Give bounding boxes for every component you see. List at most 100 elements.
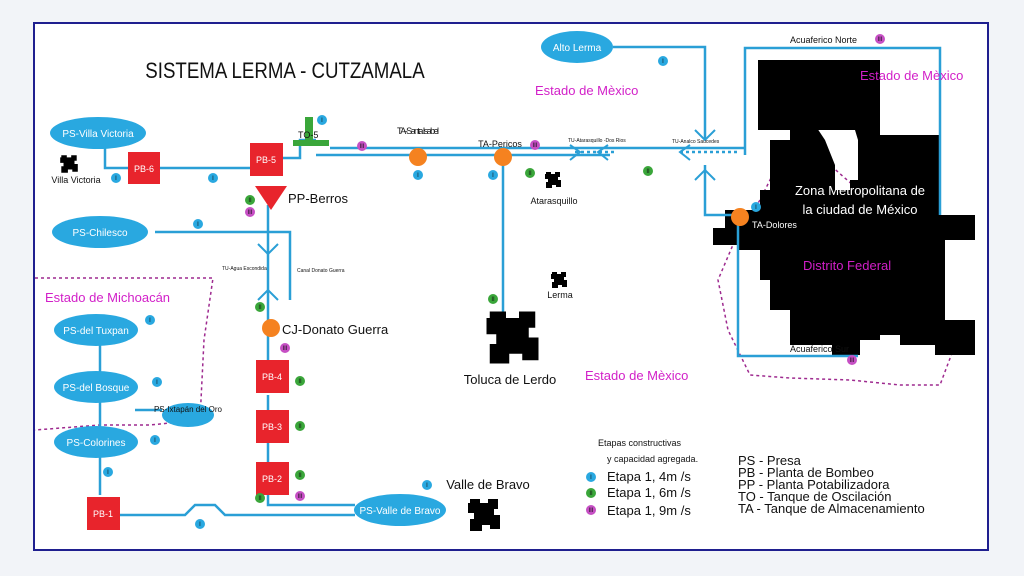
pp-berros: PP-Berros [255, 186, 348, 210]
city-zmcm: Zona Metropolitana de la ciudad de Méxic… [795, 183, 925, 217]
svg-text:I: I [115, 176, 117, 182]
svg-text:PB-5: PB-5 [256, 155, 276, 165]
pump-pb4: PB-4 [256, 360, 289, 393]
svg-text:Valle de Bravo: Valle de Bravo [446, 477, 530, 492]
label-canal-donato: Canal Donato Guerra [297, 268, 345, 274]
svg-text:I: I [212, 176, 214, 182]
tank-donato-guerra: CJ-Donato Guerra [262, 319, 389, 337]
svg-text:III: III [359, 144, 364, 150]
pipelines [98, 45, 942, 517]
badge-i: I [103, 467, 113, 477]
svg-text:PS-Chilesco: PS-Chilesco [72, 228, 127, 239]
svg-text:II: II [298, 424, 302, 430]
svg-text:I: I [590, 475, 592, 481]
presa-ixtapan: PS-Ixtapán del Oro [154, 403, 223, 427]
svg-text:I: I [156, 380, 158, 386]
badge-i: I [488, 170, 498, 180]
svg-text:II: II [258, 496, 262, 502]
badge-ii: II [255, 302, 265, 312]
badge-i: I [413, 170, 423, 180]
presa-alto-lerma: Alto Lerma [541, 31, 613, 63]
svg-text:PS-Colorines: PS-Colorines [67, 438, 126, 449]
badge-i: I [193, 219, 203, 229]
badge-iii: III [280, 343, 290, 353]
abbr-ps: PS - Presa [738, 453, 802, 468]
legend-stage-2: II Etapa 1, 6m /s [586, 485, 691, 500]
svg-text:Lerma: Lerma [547, 290, 573, 300]
stage-badges: I I I I I I I I I I I I I I II II II II … [103, 34, 885, 529]
badge-iii: III [245, 207, 255, 217]
svg-text:II: II [646, 169, 650, 175]
svg-text:Etapa 1, 6m /s: Etapa 1, 6m /s [607, 485, 691, 500]
svg-text:Atarasquillo: Atarasquillo [530, 196, 577, 206]
svg-text:I: I [107, 470, 109, 476]
badge-iii: III [530, 140, 540, 150]
svg-text:PS-Villa Victoria: PS-Villa Victoria [62, 129, 134, 140]
presa-valle-bravo: PS-Valle de Bravo [354, 494, 446, 526]
svg-text:II: II [528, 171, 532, 177]
label-tu-analco: TU-Analco Saucedes [672, 139, 720, 145]
badge-ii: II [255, 493, 265, 503]
svg-text:II: II [248, 198, 252, 204]
svg-text:PS-del Tuxpan: PS-del Tuxpan [63, 326, 129, 337]
tank-santa-isabel: TA-Santa Isabel [397, 126, 439, 166]
svg-text:TA-Santa Isabel: TA-Santa Isabel [397, 126, 439, 136]
flow-arrows [257, 129, 716, 301]
svg-text:III: III [877, 37, 882, 43]
diagram-title: SISTEMA LERMA - CUTZAMALA [145, 60, 425, 84]
svg-text:PB-3: PB-3 [262, 422, 282, 432]
svg-text:II: II [298, 379, 302, 385]
abbr-ta: TA - Tanque de Almacenamiento [738, 501, 925, 516]
abbr-pp: PP - Planta Potabilizadora [738, 477, 890, 492]
svg-text:Etapa 1, 9m /s: Etapa 1, 9m /s [607, 503, 691, 518]
presa-chilesco: PS-Chilesco [52, 216, 148, 248]
badge-ii: II [245, 195, 255, 205]
svg-text:III: III [532, 143, 537, 149]
tank-dolores: TA-Dolores [731, 208, 797, 230]
badge-i: I [208, 173, 218, 183]
legend-stage-3: III Etapa 1, 9m /s [586, 503, 691, 518]
svg-text:II: II [258, 305, 262, 311]
svg-text:II: II [589, 491, 593, 497]
label-tu-agua-escondida: TU-Agua Escondida [222, 266, 267, 272]
region-edo-mex-right: Estado de Mèxico [860, 68, 963, 83]
abbr-to: TO - Tanque de Oscilación [738, 489, 891, 504]
city-lerma: Lerma [547, 272, 573, 300]
region-edo-mex-top: Estado de Mèxico [535, 83, 638, 98]
svg-text:Alto Lerma: Alto Lerma [553, 43, 602, 54]
badge-ii: II [295, 421, 305, 431]
svg-text:CJ-Donato Guerra: CJ-Donato Guerra [282, 322, 389, 337]
svg-text:TO-5: TO-5 [298, 130, 318, 140]
label-tu-atarasquillo: TU-Atarasquillo -Dos Rios [568, 138, 626, 144]
mexico-city-area [713, 60, 975, 355]
svg-text:III: III [282, 346, 287, 352]
svg-text:la ciudad de México: la ciudad de México [803, 202, 918, 217]
badge-i: I [317, 115, 327, 125]
badge-ii: II [525, 168, 535, 178]
region-df: Distrito Federal [803, 258, 891, 273]
svg-text:I: I [149, 318, 151, 324]
badge-i: I [152, 377, 162, 387]
badge-ii: II [295, 470, 305, 480]
label-acueferico-sur: Acuaferico Sur [790, 344, 849, 354]
svg-text:III: III [588, 508, 593, 514]
svg-text:II: II [491, 297, 495, 303]
svg-text:I: I [417, 173, 419, 179]
badge-i: I [111, 173, 121, 183]
svg-text:III: III [849, 358, 854, 364]
abbr-pb: PB - Planta de Bombeo [738, 465, 874, 480]
tank-to5: TO-5 [293, 117, 329, 146]
legend-stage-1: I Etapa 1, 4m /s [586, 469, 691, 484]
tank-pericos: TA-Pericos [478, 139, 522, 166]
svg-text:TA-Pericos: TA-Pericos [478, 139, 522, 149]
legend-abbreviations: PS - Presa PB - Planta de Bombeo PP - Pl… [738, 453, 925, 516]
presa-tuxpan: PS-del Tuxpan [54, 314, 138, 346]
city-toluca: Toluca de Lerdo [464, 311, 557, 387]
badge-i: I [751, 202, 761, 212]
svg-text:I: I [755, 205, 757, 211]
badge-iii: III [875, 34, 885, 44]
svg-text:Toluca de Lerdo: Toluca de Lerdo [464, 372, 557, 387]
svg-text:TA-Dolores: TA-Dolores [752, 220, 797, 230]
badge-i: I [658, 56, 668, 66]
